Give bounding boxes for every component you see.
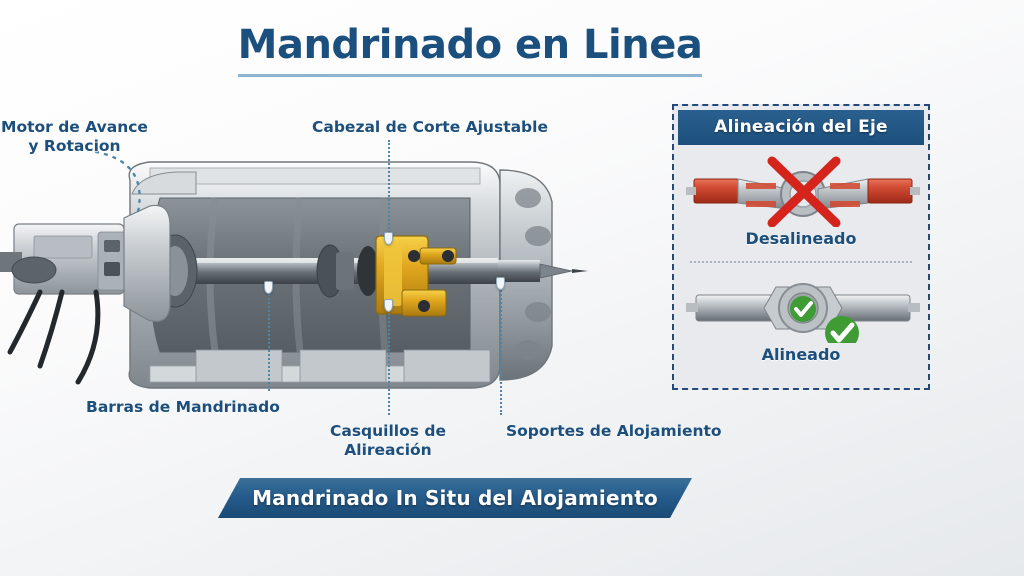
bottom-banner-text: Mandrinado In Situ del Alojamiento: [252, 486, 658, 510]
cross-icon: [767, 156, 841, 227]
adjustable-cutting-head: [375, 235, 457, 317]
misaligned-shaft-graphic: [686, 156, 920, 227]
bars-leader: [268, 287, 270, 391]
motor-leader: [94, 150, 141, 214]
aligned-caption: Alineado: [761, 345, 841, 364]
head-leader: [388, 140, 390, 236]
supports-leader: [500, 283, 502, 415]
boring-machine-illustration: [0, 161, 588, 389]
misaligned-caption: Desalineado: [745, 229, 857, 248]
check-circle-icon-inner: [790, 296, 816, 322]
aligned-shaft-graphic: [686, 283, 920, 343]
panel-divider: [690, 261, 912, 263]
panel-body: Desalineado: [678, 145, 924, 377]
callout-label-motor: Motor de Avance y Rotacion: [1, 118, 148, 155]
bottom-banner: Mandrinado In Situ del Alojamiento: [218, 478, 692, 518]
callout-label-boring-bars: Barras de Mandrinado: [86, 398, 280, 416]
panel-header: Alineación del Eje: [678, 110, 924, 145]
shaft-alignment-panel: Alineación del Eje: [672, 104, 930, 390]
bushings-leader: [388, 305, 390, 415]
callout-label-bushings: Casquillos de Alireación: [329, 422, 446, 459]
page-title: Mandrinado en Linea: [237, 22, 703, 77]
bushings-leader-pointer: [384, 299, 393, 312]
callout-label-supports: Soportes de Alojamiento: [506, 422, 722, 440]
housing-supports: [195, 349, 491, 383]
head-leader-pointer: [384, 232, 393, 245]
page-title-wrap: Mandrinado en Linea: [0, 22, 940, 77]
supports-leader-pointer: [496, 277, 505, 290]
bars-leader-pointer: [264, 281, 273, 294]
feed-and-rotation-motor: [0, 171, 197, 385]
check-circle-icon: [825, 316, 859, 343]
callout-label-cutting-head: Cabezal de Corte Ajustable: [312, 118, 548, 136]
